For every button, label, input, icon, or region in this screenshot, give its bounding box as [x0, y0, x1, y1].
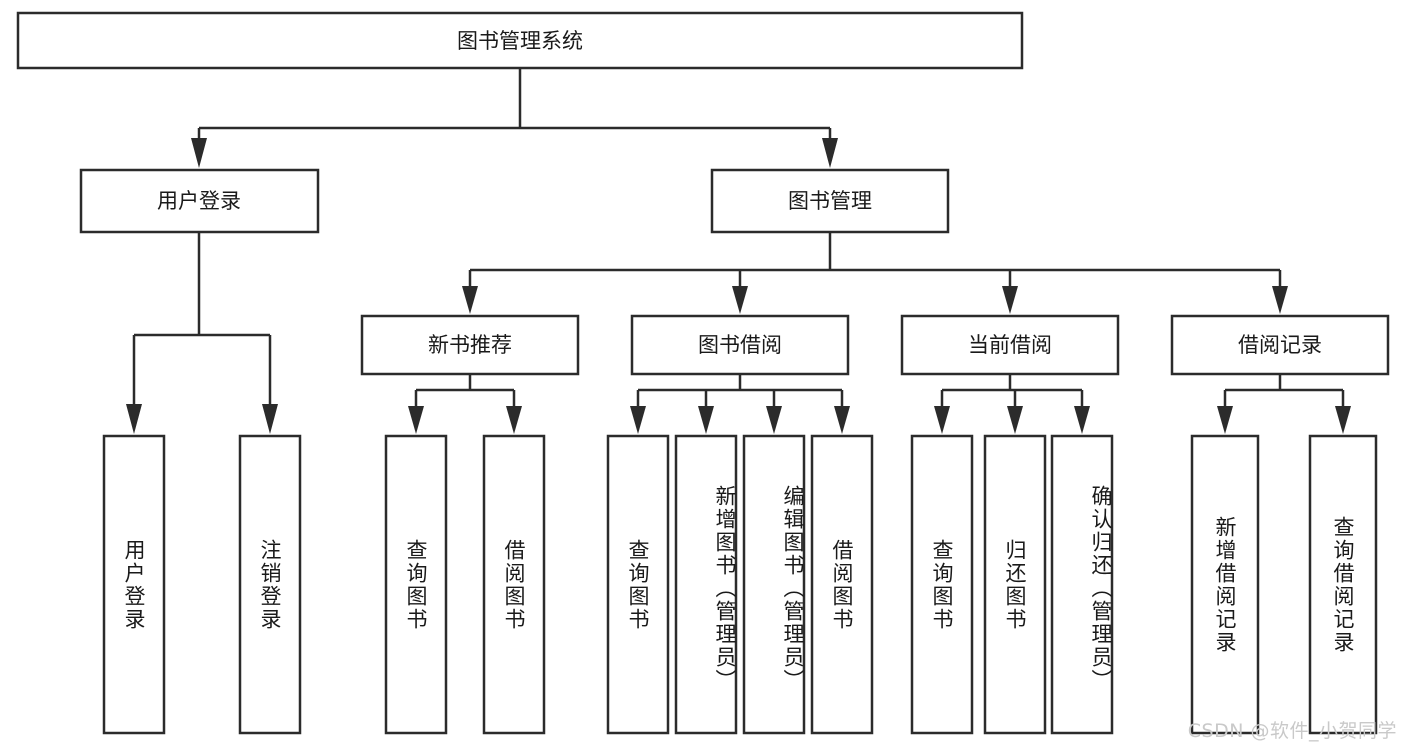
arrow-head-leaf-query-book-2: [630, 406, 646, 434]
arrow-head-leaf-borrow-book-1: [506, 406, 522, 434]
arrow-head-leaf-query-book-1: [408, 406, 424, 434]
leaf-query-book-3-box[interactable]: [910, 434, 974, 735]
arrow-head-leaf-return-book: [1007, 406, 1023, 434]
leaf-return-book-box[interactable]: [983, 434, 1047, 735]
csdn-watermark: CSDN @软件_小贺同学: [1187, 720, 1397, 742]
arrow-head-leaf-borrow-book-2: [834, 406, 850, 434]
node-user-login-box[interactable]: [79, 168, 320, 234]
node-borrow-record-label: 借阅记录: [1238, 333, 1322, 357]
leaf-add-book-box[interactable]: [674, 434, 738, 735]
leaf-box-group: [102, 434, 1378, 735]
node-root-box[interactable]: [16, 11, 1024, 70]
leaf-edit-book-box[interactable]: [742, 434, 806, 735]
arrow-head-leaf-user-login: [126, 404, 142, 434]
leaf-query-book-2-box[interactable]: [606, 434, 670, 735]
connector-group: [126, 68, 1351, 434]
node-borrow-record[interactable]: 借阅记录: [1170, 314, 1390, 376]
arrow-head-book-borrow: [732, 286, 748, 314]
node-book-manage-label: 图书管理: [788, 189, 872, 213]
leaf-user-login-box[interactable]: [102, 434, 166, 735]
leaf-query-book-1-box[interactable]: [384, 434, 448, 735]
arrow-head-borrow-record: [1272, 286, 1288, 314]
node-book-manage-box[interactable]: [710, 168, 950, 234]
leaf-user-logout-box[interactable]: [238, 434, 302, 735]
node-book-manage[interactable]: 图书管理: [710, 168, 950, 234]
node-book-borrow-box[interactable]: [630, 314, 850, 376]
node-current-borrow-label: 当前借阅: [968, 333, 1052, 357]
node-root[interactable]: 图书管理系统: [16, 11, 1024, 70]
arrow-head-book-manage: [822, 138, 838, 168]
arrow-head-leaf-add-record: [1217, 406, 1233, 434]
node-user-login[interactable]: 用户登录: [79, 168, 320, 234]
leaf-add-record-box[interactable]: [1190, 434, 1260, 735]
leaf-confirm-return-box[interactable]: [1050, 434, 1114, 735]
arrow-head-leaf-add-book: [698, 406, 714, 434]
arrow-head-new-book-rec: [462, 286, 478, 314]
arrow-head-leaf-edit-book: [766, 406, 782, 434]
arrow-head-leaf-query-record: [1335, 406, 1351, 434]
node-current-borrow-box[interactable]: [900, 314, 1120, 376]
arrow-head-leaf-confirm-return: [1074, 406, 1090, 434]
node-book-borrow-label: 图书借阅: [698, 333, 782, 357]
arrow-head-user-login: [191, 138, 207, 168]
arrow-head-current-borrow: [1002, 286, 1018, 314]
node-current-borrow[interactable]: 当前借阅: [900, 314, 1120, 376]
node-root-label: 图书管理系统: [457, 29, 583, 53]
node-new-book-rec-label: 新书推荐: [428, 333, 512, 357]
arrow-head-leaf-query-book-3: [934, 406, 950, 434]
node-new-book-rec-box[interactable]: [360, 314, 580, 376]
leaf-borrow-book-2-box[interactable]: [810, 434, 874, 735]
leaf-borrow-book-1-box[interactable]: [482, 434, 546, 735]
leaf-query-record-box[interactable]: [1308, 434, 1378, 735]
node-user-login-label: 用户登录: [157, 189, 241, 213]
node-book-borrow[interactable]: 图书借阅: [630, 314, 850, 376]
node-new-book-rec[interactable]: 新书推荐: [360, 314, 580, 376]
arrow-head-leaf-user-logout: [262, 404, 278, 434]
node-borrow-record-box[interactable]: [1170, 314, 1390, 376]
